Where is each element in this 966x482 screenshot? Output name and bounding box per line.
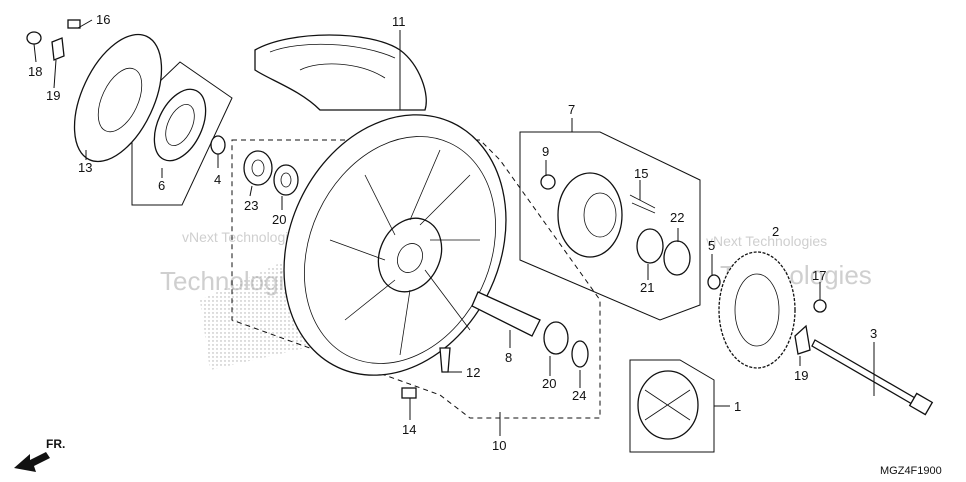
callout-8: 8 bbox=[505, 350, 512, 365]
bearing-part-22 bbox=[663, 240, 691, 276]
callout-16: 16 bbox=[96, 12, 110, 27]
sprocket-part bbox=[707, 251, 827, 369]
seal-part-4 bbox=[210, 135, 226, 155]
nut-part-17 bbox=[813, 299, 827, 313]
hub-part bbox=[540, 172, 691, 276]
bolt-part-16 bbox=[67, 19, 81, 29]
brake-disc-part bbox=[73, 33, 163, 163]
damper-part bbox=[637, 370, 699, 440]
bearing-inner bbox=[251, 159, 265, 177]
callout-20-upper: 20 bbox=[272, 212, 286, 227]
callout-18: 18 bbox=[28, 64, 42, 79]
collar-part-8 bbox=[471, 291, 541, 337]
callout-5: 5 bbox=[708, 238, 715, 253]
callout-3: 3 bbox=[870, 326, 877, 341]
bearing-part-20b bbox=[543, 321, 569, 355]
callout-10: 10 bbox=[492, 438, 506, 453]
bearing-part-20a bbox=[273, 164, 299, 196]
watermark-text: vNext Technologies bbox=[706, 233, 827, 249]
nut-part-9 bbox=[540, 174, 556, 190]
leader-lines bbox=[33, 19, 875, 436]
callout-17: 17 bbox=[812, 268, 826, 283]
callout-2: 2 bbox=[772, 224, 779, 239]
direction-label: FR. bbox=[46, 437, 65, 451]
callout-22: 22 bbox=[670, 210, 684, 225]
tire-part bbox=[254, 34, 427, 111]
nut-part-18 bbox=[26, 31, 42, 45]
bearing-part-21 bbox=[636, 228, 664, 264]
disc-group-outline bbox=[131, 61, 233, 206]
callout-24: 24 bbox=[572, 388, 586, 403]
diagram-code: MGZ4F1900 bbox=[880, 465, 942, 477]
callout-19-right: 19 bbox=[794, 368, 808, 383]
callout-21: 21 bbox=[640, 280, 654, 295]
callout-7: 7 bbox=[568, 102, 575, 117]
watermark-text: vNext Technologies bbox=[182, 229, 303, 245]
weight-part-14 bbox=[401, 387, 417, 399]
callout-14: 14 bbox=[402, 422, 416, 437]
disc-plate-part bbox=[153, 88, 207, 162]
front-direction-indicator: FR. bbox=[14, 437, 65, 472]
ring-part-24 bbox=[571, 340, 589, 368]
callout-13: 13 bbox=[78, 160, 92, 175]
callout-20-lower: 20 bbox=[542, 376, 556, 391]
hub-group-outline bbox=[519, 131, 701, 321]
bearing-part-23 bbox=[243, 150, 273, 186]
callout-15: 15 bbox=[634, 166, 648, 181]
damper-group-outline bbox=[629, 359, 715, 453]
callout-12: 12 bbox=[466, 365, 480, 380]
wheel-rim-part bbox=[283, 114, 507, 376]
axle-part bbox=[811, 339, 934, 416]
valve-part-12 bbox=[439, 347, 451, 373]
bearing-inner bbox=[280, 172, 292, 188]
seal-part-5 bbox=[707, 274, 721, 290]
callout-11: 11 bbox=[392, 14, 406, 29]
callout-6: 6 bbox=[158, 178, 165, 193]
arrow-icon bbox=[14, 452, 50, 472]
callout-19-left: 19 bbox=[46, 88, 60, 103]
bracket-part-19b bbox=[794, 324, 811, 355]
callout-23: 23 bbox=[244, 198, 258, 213]
callout-9: 9 bbox=[542, 144, 549, 159]
bracket-part-19a bbox=[51, 37, 65, 61]
callout-4: 4 bbox=[214, 172, 221, 187]
callout-1: 1 bbox=[734, 399, 741, 414]
